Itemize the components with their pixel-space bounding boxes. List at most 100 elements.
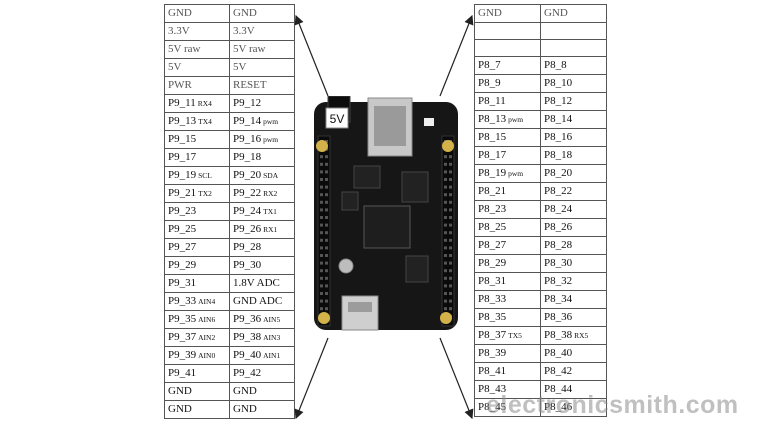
pin-label: P8_10: [544, 77, 573, 90]
pin-cell: GND: [229, 400, 295, 419]
pin-label: P8_12: [544, 95, 573, 108]
header-pin: [325, 238, 328, 242]
pin-label: P9_31: [168, 277, 197, 289]
pin-label: P9_40: [233, 349, 262, 361]
chip: [353, 165, 381, 189]
header-pin: [325, 193, 328, 197]
table-row: P8_33 P8_34: [474, 290, 607, 310]
pin-cell: P9_42: [229, 364, 295, 383]
pin-function: pwm: [263, 135, 279, 144]
header-pin: [449, 276, 452, 280]
pin-label: P9_21: [168, 187, 197, 199]
pin-label: 3.3V: [233, 25, 255, 37]
header-pin: [325, 223, 328, 227]
pin-label: P8_31: [478, 275, 507, 288]
header-pin: [325, 155, 328, 159]
pin-label: P8_29: [478, 257, 507, 270]
pin-label: P9_42: [233, 367, 262, 379]
header-pin: [320, 284, 323, 288]
pin-label: P8_9: [478, 77, 501, 90]
pin-cell: P8_30: [540, 254, 607, 274]
pin-label: P8_23: [478, 203, 507, 216]
beaglebone-board: 5V: [314, 96, 458, 331]
pin-label: P9_11: [168, 97, 196, 109]
pin-label: P8_19: [478, 167, 507, 180]
pin-label: P8_33: [478, 293, 507, 306]
pin-label: P8_43: [478, 383, 507, 396]
pin-function: AIN4: [198, 297, 216, 306]
header-pin: [449, 231, 452, 235]
pin-label: P9_35: [168, 313, 197, 325]
table-row: [474, 39, 607, 58]
header-pin: [320, 162, 323, 166]
p9-header-strip: [317, 135, 331, 327]
pin-label: 5V: [233, 61, 247, 73]
pin-function: AIN6: [198, 315, 216, 324]
header-pin: [444, 299, 447, 303]
pin-function: TX4: [198, 117, 212, 126]
pin-cell: P8_17: [474, 146, 541, 166]
usb-port: [341, 295, 379, 331]
arrow-top-right: [439, 14, 474, 97]
header-pin: [320, 178, 323, 181]
arrow-bottom-right: [439, 337, 474, 420]
mount-hole: [442, 140, 454, 152]
header-pin: [320, 223, 323, 227]
pin-function: AIN3: [263, 333, 281, 342]
pin-function: RX5: [574, 331, 589, 341]
pin-function: AIN1: [263, 351, 281, 360]
pin-label: P8_39: [478, 347, 507, 360]
header-pin: [325, 307, 328, 311]
header-pin: [449, 155, 452, 159]
pin-function: RX4: [197, 99, 212, 108]
pin-cell: P8_45: [474, 398, 541, 418]
header-pin: [320, 254, 323, 257]
pin-label: GND: [168, 403, 192, 415]
header-pin: [444, 208, 447, 212]
pin-label: P8_13: [478, 113, 507, 126]
pin-function: pwm: [508, 169, 524, 179]
header-pin: [449, 185, 452, 189]
pin-label: P9_30: [233, 259, 262, 271]
pin-label: P8_42: [544, 365, 573, 378]
pin-label: P8_45: [478, 401, 507, 414]
header-pin: [444, 193, 447, 197]
pin-cell: RESET: [229, 76, 295, 95]
chip: [405, 255, 429, 283]
table-row: GND GND: [164, 400, 295, 419]
pin-label: P9_13: [168, 115, 197, 127]
header-pin: [449, 178, 452, 181]
pin-function: pwm: [263, 117, 279, 126]
pin-function: RX1: [263, 225, 278, 234]
header-pin: [325, 185, 328, 189]
pin-label: P8_22: [544, 185, 573, 198]
pin-cell: P8_8: [540, 56, 607, 76]
pin-label: GND: [544, 7, 568, 19]
table-row: [474, 21, 607, 41]
pin-cell: GND: [474, 4, 541, 23]
pin-label: P9_14: [233, 115, 262, 127]
header-pin: [320, 200, 323, 204]
pin-label: P8_34: [544, 293, 573, 306]
header-pin: [325, 299, 328, 303]
pin-cell: 5V raw: [164, 40, 230, 59]
header-pin: [320, 193, 323, 197]
pin-label: P8_21: [478, 185, 507, 198]
pin-label: P9_25: [168, 223, 197, 235]
